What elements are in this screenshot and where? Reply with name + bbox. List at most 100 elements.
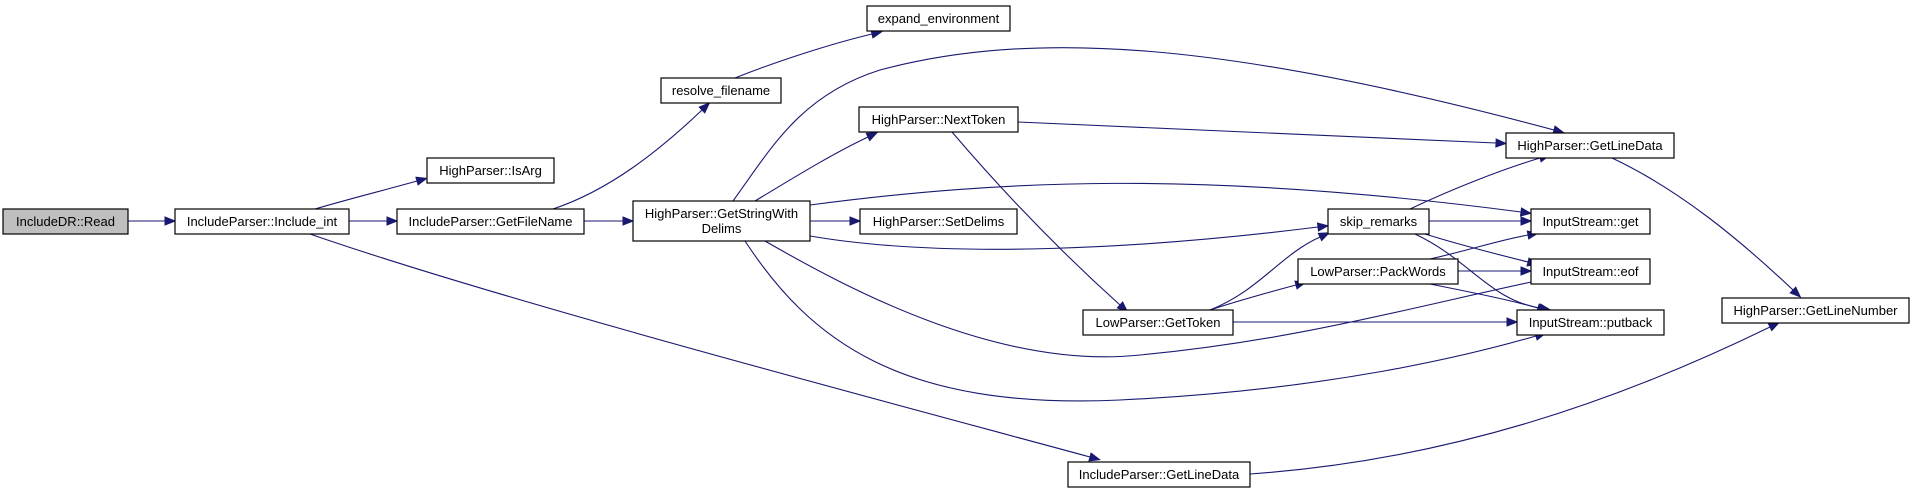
- node-box[interactable]: [1530, 258, 1651, 285]
- node-expand[interactable]: expand_environment: [866, 5, 1011, 32]
- node-label: IncludeParser::GetLineData: [1079, 467, 1240, 482]
- node-box[interactable]: [1721, 297, 1910, 324]
- node-is_get[interactable]: InputStream::get: [1530, 208, 1651, 235]
- node-box[interactable]: [632, 200, 811, 242]
- arrowhead-icon: [1789, 286, 1802, 298]
- node-is_putback[interactable]: InputStream::putback: [1516, 309, 1665, 336]
- edge-include_int-to-getfilename: [349, 216, 399, 226]
- edge-line: [552, 109, 703, 210]
- node-box[interactable]: [660, 77, 782, 104]
- node-getfilename[interactable]: IncludeParser::GetFileName: [396, 208, 585, 235]
- edge-line: [732, 47, 1555, 202]
- node-label: IncludeDR::Read: [16, 214, 115, 229]
- edge-hp_getlinedata-to-getlinenumber: [1611, 157, 1802, 298]
- edge-gswd-to-nexttoken: [754, 132, 879, 202]
- node-box[interactable]: [2, 208, 129, 235]
- node-skip[interactable]: skip_remarks: [1327, 208, 1430, 235]
- edge-packwords-to-is_get: [1429, 230, 1540, 260]
- node-label: IncludeParser::Include_int: [187, 214, 338, 229]
- edge-line: [734, 33, 873, 79]
- node-label: HighParser::SetDelims: [873, 214, 1005, 229]
- node-box[interactable]: [859, 208, 1018, 235]
- node-box[interactable]: [1067, 461, 1251, 488]
- edge-packwords-to-is_eof: [1458, 266, 1533, 276]
- node-box[interactable]: [1530, 208, 1651, 235]
- arrowhead-icon: [1520, 266, 1533, 276]
- node-box[interactable]: [1082, 309, 1234, 336]
- arrowhead-icon: [1767, 322, 1781, 332]
- node-box[interactable]: [1327, 208, 1430, 235]
- node-getlinenumber[interactable]: HighParser::GetLineNumber: [1721, 297, 1910, 324]
- nodes-layer: IncludeDR::Read IncludeParser::Include_in…: [2, 5, 1910, 488]
- node-box[interactable]: [858, 106, 1019, 133]
- node-is_eof[interactable]: InputStream::eof: [1530, 258, 1651, 285]
- node-label: HighParser::IsArg: [439, 163, 542, 178]
- arrowhead-icon: [386, 216, 399, 226]
- node-box[interactable]: [1516, 309, 1665, 336]
- node-label: expand_environment: [878, 11, 1000, 26]
- node-packwords[interactable]: LowParser::PackWords: [1297, 258, 1459, 285]
- arrowhead-icon: [1316, 222, 1330, 232]
- edge-skip-to-is_get: [1429, 216, 1533, 226]
- node-box[interactable]: [1297, 258, 1459, 285]
- edge-nexttoken-to-hp_getlinedata: [1017, 121, 1508, 148]
- edges-layer: [128, 29, 1802, 475]
- edge-resolve-to-expand: [734, 29, 884, 79]
- node-hp_getlinedata[interactable]: HighParser::GetLineData: [1505, 132, 1675, 159]
- arrowhead-icon: [865, 132, 879, 142]
- edge-read-to-include_int: [128, 216, 177, 226]
- edge-line: [809, 226, 1319, 250]
- edge-getfilename-to-resolve: [552, 102, 711, 210]
- node-box[interactable]: [426, 157, 555, 184]
- arrowhead-icon: [1088, 452, 1101, 462]
- node-resolve[interactable]: resolve_filename: [660, 77, 782, 104]
- arrowhead-icon: [1520, 216, 1533, 226]
- edge-gswd-to-is_get: [809, 182, 1533, 217]
- arrowhead-icon: [1519, 207, 1533, 217]
- edge-gswd-to-setdelims: [810, 216, 862, 226]
- node-label: InputStream::get: [1542, 214, 1638, 229]
- edge-gswd-to-is_eof: [764, 240, 1562, 358]
- node-include_int[interactable]: IncludeParser::Include_int: [174, 208, 350, 235]
- edge-line: [1611, 157, 1794, 291]
- arrowhead-icon: [164, 216, 177, 226]
- node-read[interactable]: IncludeDR::Read: [2, 208, 129, 235]
- node-nexttoken[interactable]: HighParser::NextToken: [858, 106, 1019, 133]
- node-isarg[interactable]: HighParser::IsArg: [426, 157, 555, 184]
- edge-line: [809, 182, 1522, 213]
- node-label: HighParser::GetLineData: [1517, 138, 1663, 153]
- arrowhead-icon: [698, 102, 711, 114]
- edge-line: [1209, 236, 1321, 311]
- node-box[interactable]: [174, 208, 350, 235]
- node-gettoken[interactable]: LowParser::GetToken: [1082, 309, 1234, 336]
- arrowhead-icon: [1495, 138, 1508, 148]
- edge-line: [1424, 233, 1529, 263]
- edge-getfilename-to-gswd: [584, 216, 635, 226]
- edge-line: [764, 240, 1551, 358]
- edge-line: [314, 180, 418, 210]
- node-label: InputStream::putback: [1529, 315, 1653, 330]
- node-box[interactable]: [1505, 132, 1675, 159]
- node-box[interactable]: [396, 208, 585, 235]
- edge-line: [1429, 234, 1529, 260]
- node-ip_getlinedata[interactable]: IncludeParser::GetLineData: [1067, 461, 1251, 488]
- node-box[interactable]: [866, 5, 1011, 32]
- node-label: HighParser::GetStringWith: [645, 206, 798, 221]
- edge-gswd-to-skip: [809, 222, 1330, 250]
- edge-packwords-to-is_putback: [1429, 283, 1549, 313]
- edge-line: [1409, 157, 1541, 210]
- edge-line: [1017, 121, 1497, 144]
- arrowhead-icon: [849, 216, 862, 226]
- node-label: skip_remarks: [1340, 214, 1418, 229]
- edge-line: [1249, 326, 1771, 475]
- arrowhead-icon: [1506, 317, 1519, 327]
- edge-include_int-to-isarg: [314, 176, 428, 210]
- node-setdelims[interactable]: HighParser::SetDelims: [859, 208, 1018, 235]
- node-label: LowParser::GetToken: [1095, 315, 1220, 330]
- edge-line: [309, 233, 1091, 458]
- node-label: HighParser::NextToken: [872, 112, 1006, 127]
- edge-gettoken-to-is_putback: [1233, 317, 1519, 327]
- node-label: resolve_filename: [672, 83, 770, 98]
